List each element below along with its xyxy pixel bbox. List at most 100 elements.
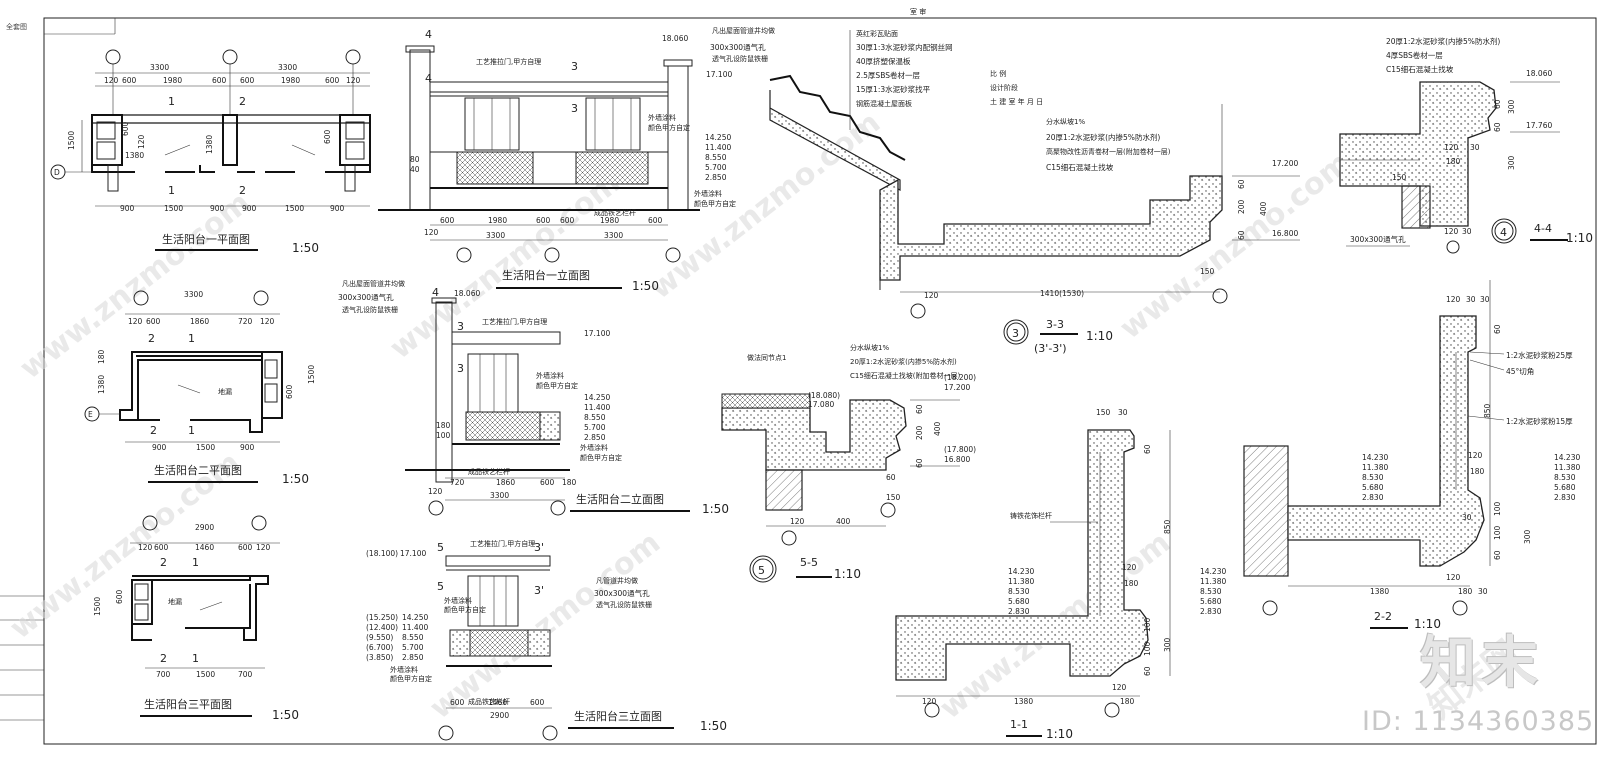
sec22-lvl-3: 8.530: [1362, 473, 1384, 482]
section-4-4: 20厚1:2水泥砂浆(内掺5%防水剂) 4厚SBS卷材一层 C15细石混凝土找坡…: [1339, 36, 1593, 254]
elev3-lv-2: 11.400: [402, 623, 428, 632]
sec55-note-2: 20厚1:2水泥砂浆(内掺5%防水剂): [850, 357, 957, 366]
sec33-roof-5: 15厚1:3水泥砂浆找平: [856, 84, 931, 94]
sec22-dim-60b: 60: [1493, 550, 1502, 560]
elev1-dim-4: 600: [560, 216, 575, 225]
elev1-lvl-2: 11.400: [705, 143, 731, 152]
sec44-lvl-2: 17.760: [1526, 121, 1552, 130]
sec22-lvl-2b: 11.380: [1554, 463, 1580, 472]
sec22-dim-120c: 120: [1446, 573, 1461, 582]
elev1-lvl-5: 2.850: [705, 173, 727, 182]
sec22-dim-30b: 30: [1480, 295, 1490, 304]
sec44-title: 4-4: [1534, 222, 1552, 235]
plan1-sec-1b: 1: [168, 184, 175, 197]
sec33-dim-main: 1410(1530): [1040, 289, 1084, 298]
section-1-1: 铸铁花饰栏杆 14.230 11.380 8.530 5.680 2.830 1…: [895, 408, 1226, 741]
sec44-dim-300a: 300: [1507, 99, 1516, 114]
sec33-tbl-1: 比 例: [990, 69, 1006, 78]
elev1-dim-120: 120: [424, 228, 439, 237]
elev2-sec-3a: 3: [457, 320, 464, 333]
elev3-lp-5: (3.850): [366, 653, 393, 662]
sec44-dim-180: 180: [1446, 157, 1461, 166]
plan1-side-dim-600b: 600: [323, 129, 332, 144]
sec33-dim-120: 120: [924, 291, 939, 300]
plan1-dim-b2: 1500: [164, 204, 183, 213]
sec33-dim-60b: 60: [1237, 230, 1246, 240]
sec22-dim-30a: 30: [1466, 295, 1476, 304]
elev2-paint2b: 颜色甲方自定: [580, 453, 622, 462]
sec33-note-3: 高聚物改性沥青卷材一层(附加卷材一层): [1046, 147, 1171, 156]
plan-3: 2900 120 600 1460 600 120 2 1 地漏 1500 60…: [93, 515, 299, 722]
plan2-sec-2b: 2: [150, 424, 157, 437]
sec33-tbl-2: 设计阶段: [990, 83, 1018, 92]
sec11-dim-850: 850: [1163, 519, 1172, 534]
sec11-dim-120b: 120: [922, 697, 937, 706]
elev3-dim-2: 1460: [488, 698, 507, 707]
plan3-side-600: 600: [115, 589, 124, 604]
sec44-scale: 1:10: [1566, 231, 1593, 245]
sec22-dim-30c: 30: [1462, 513, 1472, 522]
plan2-dim-top: 3300: [184, 290, 203, 299]
elev1-paint1b: 外墙涂料: [694, 189, 722, 198]
plan2-axis: E: [88, 410, 93, 419]
sec33-roof-6: 钢筋混凝土屋面板: [856, 99, 912, 108]
sec22-dim-60: 60: [1493, 324, 1502, 334]
elev1-side-80: 80: [410, 155, 420, 164]
plan2-dim-r2-1: 120: [128, 317, 143, 326]
elevation-1: 工艺推拉门,甲方自理 凡出屋面管道井均做 300x300通气孔 透气孔设防鼠铁栅…: [378, 26, 775, 293]
elev2-paint2: 颜色甲方自定: [536, 381, 578, 390]
elev3-rail: 成品铁艺栏杆: [468, 697, 510, 706]
sec22-lvl-1b: 14.230: [1554, 453, 1580, 462]
sec44-dim-30b: 30: [1462, 227, 1472, 236]
elev2-sec-3b: 3: [457, 362, 464, 375]
plan2-dim-r2-4: 720: [238, 317, 253, 326]
elev1-sec-3a: 3: [571, 60, 578, 73]
plan3-dim-r2-5: 120: [256, 543, 271, 552]
elev2-dim-4: 180: [562, 478, 577, 487]
sec22-note-1: 1:2水泥砂浆粉25厚: [1506, 350, 1573, 360]
sec55-dim-60c: 60: [886, 473, 896, 482]
plan2-title: 生活阳台二平面图: [154, 463, 242, 477]
elev1-sec-4b: 4: [425, 72, 432, 85]
sec55-lvl-6: 17.080: [808, 400, 834, 409]
sec55-dim-60a: 60: [915, 404, 924, 414]
sec55-dim-400: 400: [933, 421, 942, 436]
sec11-lvl-2: 11.380: [1200, 577, 1226, 586]
elev3-lv-1: 14.250: [402, 613, 428, 622]
sec44-dim-30: 30: [1470, 143, 1480, 152]
plan2-dim-r2-5: 120: [260, 317, 275, 326]
plan1-dim-b4: 900: [242, 204, 257, 213]
sec11-dim-30: 30: [1118, 408, 1128, 417]
plan3-sec-1: 1: [192, 556, 199, 569]
sec33-roof-2: 30厚1:3水泥砂浆内配钢丝网: [856, 42, 953, 52]
elev3-sec-3b: 3': [534, 584, 544, 597]
sec11-dim-120c: 120: [1112, 683, 1127, 692]
elev3-paint1b: 外墙涂料: [390, 665, 418, 674]
sec11-dim-1380: 1380: [1014, 697, 1033, 706]
section-3-3: 英红彩瓦贴面 30厚1:3水泥砂浆内配钢丝网 40厚挤塑保温板 2.5厚SBS卷…: [769, 7, 1300, 355]
sec22-lvl-5b: 2.830: [1554, 493, 1576, 502]
sec11-lvl-4: 5.680: [1200, 597, 1222, 606]
sec33-lvl-1: 17.200: [1272, 159, 1298, 168]
plan1-dim-r2-6: 1980: [281, 76, 300, 85]
elev1-note-vent2: 300x300通气孔: [710, 42, 766, 52]
plan3-dim-r2-2: 600: [154, 543, 169, 552]
elev3-sec-3a: 3': [534, 541, 544, 554]
elev2-top: 18.060: [454, 289, 480, 298]
elev3-sec-5b: 5: [437, 580, 444, 593]
elev3-lv-5: 2.850: [402, 653, 424, 662]
plan2-drain: 地漏: [218, 387, 232, 396]
sec11-dim-100b: 100: [1143, 641, 1152, 656]
plan1-axis: D: [54, 168, 60, 177]
plan3-scale: 1:50: [272, 708, 299, 722]
sec55-dim-200: 200: [915, 425, 924, 440]
sec22-dim-180b: 180: [1458, 587, 1473, 596]
elev1-dim-5: 1980: [600, 216, 619, 225]
sec11-dim-60b: 60: [1143, 666, 1152, 676]
elev1-top-level2: 17.100: [706, 70, 732, 79]
sec44-lvl-1: 18.060: [1526, 69, 1552, 78]
sec55-lvl-4: 16.800: [944, 455, 970, 464]
sec11-lvl-3: 8.530: [1200, 587, 1222, 596]
elev1-paint2: 颜色甲方自定: [648, 123, 690, 132]
